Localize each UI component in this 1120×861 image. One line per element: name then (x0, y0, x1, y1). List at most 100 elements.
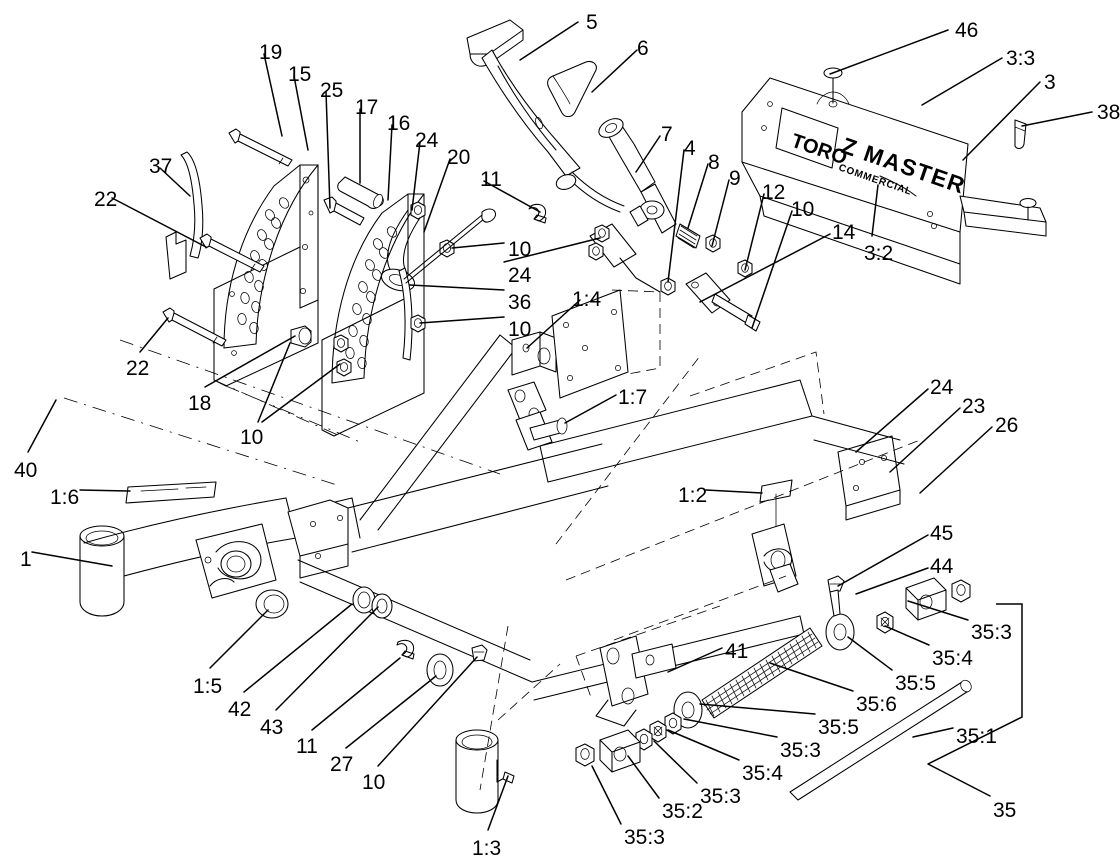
callout-19[interactable]: 19 (259, 41, 283, 64)
leader-line-35-3 (591, 765, 622, 825)
callout-25[interactable]: 25 (320, 79, 344, 102)
callout-1-2[interactable]: 1:2 (678, 484, 708, 507)
callout-36[interactable]: 36 (508, 291, 532, 314)
callout-12[interactable]: 12 (762, 181, 786, 204)
callout-10[interactable]: 10 (791, 198, 815, 221)
leader-line-35-3 (683, 718, 778, 738)
callout-20[interactable]: 20 (447, 146, 471, 169)
leader-line-35-1 (912, 727, 954, 738)
callout-11[interactable]: 11 (296, 735, 318, 758)
callout-35-3[interactable]: 35:3 (700, 785, 741, 808)
callout-45[interactable]: 45 (930, 522, 954, 545)
callout-35-3[interactable]: 35:3 (624, 826, 665, 849)
callout-35-5[interactable]: 35:5 (818, 716, 859, 739)
callout-15[interactable]: 15 (288, 63, 312, 86)
callout-brackets (927, 603, 1023, 765)
callout-10[interactable]: 10 (508, 318, 532, 341)
callout-6[interactable]: 6 (637, 37, 649, 60)
leader-line-20 (423, 158, 451, 233)
callout-41[interactable]: 41 (725, 640, 749, 663)
callout-11[interactable]: 11 (480, 168, 502, 191)
leader-line-35-3 (653, 740, 698, 784)
callout-1-3[interactable]: 1:3 (472, 837, 502, 860)
callout-24[interactable]: 24 (930, 376, 954, 399)
callout-3[interactable]: 3 (1044, 71, 1056, 94)
leader-line-18 (204, 335, 296, 388)
callout-46[interactable]: 46 (955, 19, 979, 42)
leader-line-46 (829, 29, 949, 75)
callout-4[interactable]: 4 (684, 137, 696, 160)
leader-line-45 (837, 534, 929, 587)
callout-1-7[interactable]: 1:7 (618, 386, 648, 409)
callout-37[interactable]: 37 (149, 155, 173, 178)
callout-35-2[interactable]: 35:2 (662, 800, 703, 823)
callout-1-4[interactable]: 1:4 (572, 288, 602, 311)
callout-44[interactable]: 44 (930, 555, 954, 578)
callout-22[interactable]: 22 (126, 357, 150, 380)
spring-assembly-35 (575, 575, 972, 801)
leader-line-9 (711, 179, 730, 247)
callout-23[interactable]: 23 (962, 395, 986, 418)
callout-14[interactable]: 14 (832, 221, 856, 244)
callout-24[interactable]: 24 (508, 264, 532, 287)
callout-35[interactable]: 35 (993, 799, 1017, 822)
leader-line-10 (261, 363, 341, 423)
callout-42[interactable]: 42 (228, 698, 252, 721)
leader-line-35-5 (847, 636, 893, 671)
callout-8[interactable]: 8 (708, 151, 720, 174)
leader-line-10 (257, 342, 291, 423)
left-fender-group (165, 151, 425, 437)
callout-35-4[interactable]: 35:4 (742, 762, 783, 785)
leader-line-7 (635, 135, 661, 173)
block-352b (905, 577, 947, 621)
leader-line-1-6 (79, 489, 131, 492)
nut-353c (575, 743, 595, 767)
callout-22[interactable]: 22 (94, 188, 118, 211)
callout-35-5[interactable]: 35:5 (895, 672, 936, 695)
callout-16[interactable]: 16 (387, 112, 411, 135)
callout-35-3[interactable]: 35:3 (971, 621, 1012, 644)
clip-11b (396, 639, 415, 660)
leader-line-4 (667, 149, 685, 283)
bolt-45 (827, 575, 845, 617)
callout-24[interactable]: 24 (415, 129, 439, 152)
callout-26[interactable]: 26 (995, 414, 1019, 437)
callout-3-3[interactable]: 3:3 (1006, 47, 1036, 70)
callout-43[interactable]: 43 (260, 716, 284, 739)
callout-1[interactable]: 1 (20, 548, 32, 571)
callout-7[interactable]: 7 (661, 123, 673, 146)
callout-38[interactable]: 38 (1097, 101, 1120, 124)
callout-40[interactable]: 40 (14, 459, 38, 482)
callout-10[interactable]: 10 (508, 238, 532, 261)
nut-353d (951, 579, 971, 603)
bracket-35 (927, 603, 1023, 765)
callout-9[interactable]: 9 (729, 167, 741, 190)
main-frame-group (63, 289, 921, 814)
callout-10[interactable]: 10 (362, 771, 386, 794)
callout-35-1[interactable]: 35:1 (956, 725, 997, 748)
callout-1-5[interactable]: 1:5 (193, 675, 223, 698)
callout-17[interactable]: 17 (355, 96, 379, 119)
leader-line-35-4 (667, 729, 740, 761)
callout-5[interactable]: 5 (586, 11, 598, 34)
leader-line-42 (243, 603, 353, 693)
leader-line-10 (451, 242, 505, 249)
callout-18[interactable]: 18 (188, 392, 212, 415)
callout-35-6[interactable]: 35:6 (856, 693, 897, 716)
leader-line-3-2 (871, 184, 879, 237)
callout-1-6[interactable]: 1:6 (50, 486, 80, 509)
callout-35-3[interactable]: 35:3 (780, 739, 821, 762)
leader-line-8 (687, 163, 709, 229)
bearing-15 (255, 589, 289, 619)
callout-10[interactable]: 10 (240, 426, 264, 449)
leader-line-19 (263, 53, 283, 137)
spring-8 (675, 223, 701, 249)
leader-line-37 (159, 167, 191, 197)
callout-27[interactable]: 27 (330, 753, 354, 776)
callout-35-4[interactable]: 35:4 (932, 647, 973, 670)
leader-line-14 (699, 233, 831, 303)
nut-10d (410, 314, 426, 333)
callout-3-2[interactable]: 3:2 (864, 242, 894, 265)
front-tube-1 (79, 525, 125, 617)
